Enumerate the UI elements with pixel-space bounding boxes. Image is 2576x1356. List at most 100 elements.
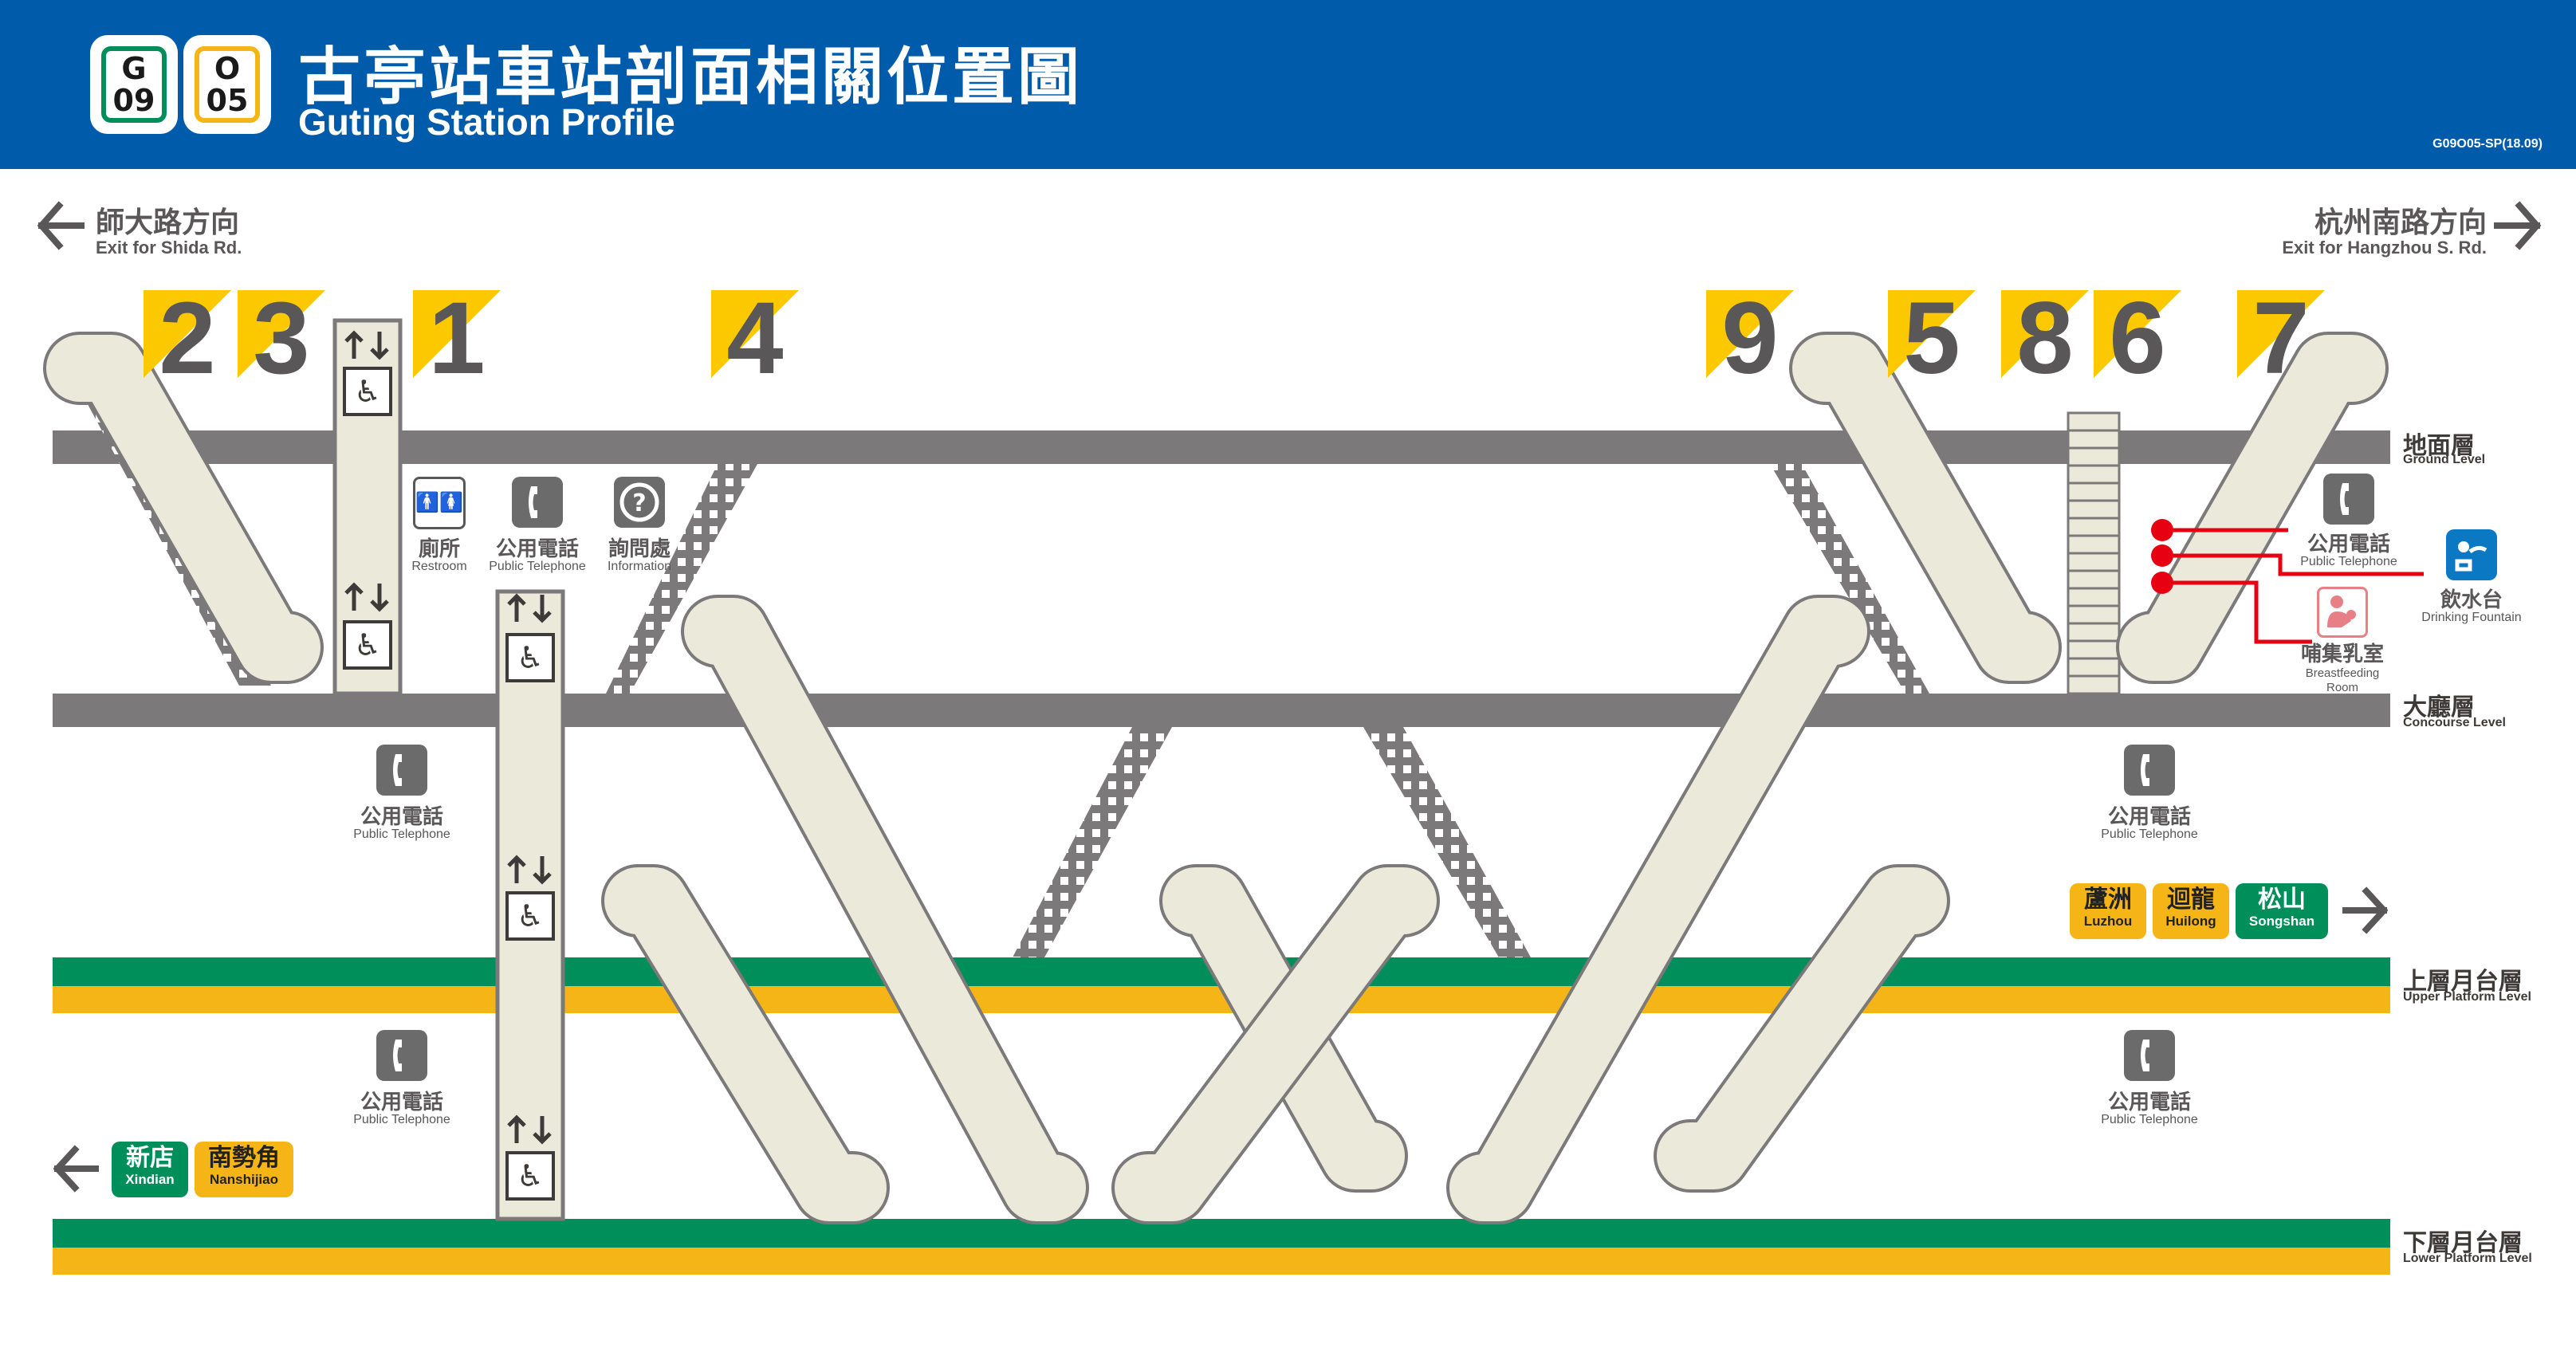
telephone-label-en: Public Telephone — [353, 1113, 450, 1126]
exit-number: 3 — [253, 281, 310, 395]
stairs-center-left — [1013, 727, 1172, 957]
escalator-concourse-to-lower-b — [1446, 595, 1870, 1224]
destination-badge: 新店 Xindian — [112, 1142, 188, 1197]
page-subtitle: Guting Station Profile — [298, 101, 675, 143]
ground-level-label: 地面層 — [2403, 432, 2475, 460]
lower-platform-green — [53, 1219, 2390, 1248]
concourse-level-label-en: Concourse Level — [2403, 716, 2506, 729]
drinking-fountain-label: 飲水台 — [2440, 588, 2503, 612]
destination-zh: 新店 — [126, 1144, 174, 1172]
destination-badge: 南勢角 Nanshijiao — [195, 1142, 293, 1197]
exit-number: 9 — [1721, 281, 1779, 395]
telephone-label-en: Public Telephone — [2101, 827, 2198, 841]
telephone-label: 公用電話 — [2107, 1091, 2191, 1114]
destination-en: Huilong — [2165, 914, 2216, 929]
information-label: 詢問處 — [608, 537, 671, 561]
breastfeeding-label: 哺集乳室 — [2300, 643, 2384, 666]
concourse-level-label: 大廳層 — [2403, 694, 2475, 721]
ground-level-label-en: Ground Level — [2403, 453, 2486, 466]
destination-en: Xindian — [125, 1172, 175, 1187]
exit-marker: 4 — [711, 281, 799, 395]
destination-en: Nanshijiao — [210, 1172, 278, 1187]
telephone-label-en: Public Telephone — [2101, 1113, 2198, 1126]
telephone-label: 公用電話 — [360, 805, 443, 829]
direction-right-en: Exit for Hangzhou S. Rd. — [2282, 238, 2487, 257]
escalator-exit-7 — [2116, 332, 2389, 684]
telephone-icon — [376, 745, 427, 796]
lower-platform-orange — [53, 1248, 2390, 1275]
telephone-label-en: Public Telephone — [489, 560, 586, 573]
destination-badge: 松山 Songshan — [2236, 883, 2328, 939]
exit-number: 4 — [726, 281, 784, 395]
destination-en: Songshan — [2248, 914, 2315, 929]
exit-marker: 5 — [1888, 281, 1976, 395]
line-number: 09 — [112, 83, 155, 118]
telephone-icon — [512, 477, 563, 528]
telephone-icon — [376, 1030, 427, 1081]
destination-zh: 迴龍 — [2167, 886, 2215, 914]
upper-platform-label-en: Upper Platform Level — [2403, 990, 2531, 1004]
destination-badge: 蘆洲 Luzhou — [2070, 883, 2146, 939]
escalator-upper-to-lower-cross-b — [1111, 864, 1440, 1224]
wheelchair-icon: ♿ — [505, 1151, 555, 1201]
information-label-en: Information — [607, 560, 672, 573]
exit-marker: 3 — [238, 281, 325, 395]
telephone-icon — [2124, 1030, 2175, 1081]
exit-number: 6 — [2109, 281, 2166, 395]
wheelchair-icon: ♿ — [343, 367, 392, 416]
facility-pointers — [2162, 528, 2424, 644]
exit-number: 8 — [2016, 281, 2074, 395]
stairs-exit-5 — [1770, 464, 1929, 694]
restroom-icon: 🚹🚺 — [413, 477, 466, 529]
direction-right-zh: 杭州南路方向 — [2314, 206, 2487, 239]
escalator-concourse-to-lower-a — [681, 595, 1089, 1224]
telephone-icon — [2323, 474, 2374, 525]
line-letter: O — [214, 51, 241, 86]
telephone-label-en: Public Telephone — [2300, 555, 2397, 568]
sign-code: G09O05-SP(18.09) — [2432, 137, 2543, 151]
direction-left-zh: 師大路方向 — [96, 206, 240, 239]
wheelchair-icon: ♿ — [505, 891, 555, 941]
escalator-exit-2 — [43, 332, 324, 684]
information-icon: ? — [614, 477, 665, 528]
telephone-label: 公用電話 — [360, 1091, 443, 1114]
destination-badge: 迴龍 Huilong — [2153, 883, 2229, 939]
exit-marker: 7 — [2237, 281, 2325, 395]
telephone-label-en: Public Telephone — [353, 827, 450, 841]
telephone-label: 公用電話 — [2107, 805, 2191, 829]
stairs-center-right — [1363, 727, 1531, 957]
exit-marker: 8 — [2001, 281, 2089, 395]
lower-platform-label: 下層月台層 — [2403, 1229, 2523, 1257]
arrow-left-icon — [51, 1145, 99, 1193]
arrow-right-icon — [2342, 886, 2390, 934]
escalator-upper-to-lower-left — [601, 864, 890, 1224]
exit-number: 7 — [2252, 281, 2310, 395]
header-bar: G 09 O 05 古亭站車站剖面相關位置圖 Guting Station Pr… — [0, 0, 2576, 169]
breastfeeding-label-en-2: Room — [2326, 681, 2358, 694]
upper-platform-label: 上層月台層 — [2403, 968, 2523, 996]
elevator-updown-icon — [504, 853, 556, 886]
escalator-exit-5 — [1789, 332, 2062, 684]
destination-zh: 南勢角 — [208, 1144, 280, 1172]
page-title: 古亭站車站剖面相關位置圖 — [298, 41, 1083, 113]
elevator-updown-icon — [504, 1113, 556, 1146]
destination-zh: 蘆洲 — [2084, 886, 2132, 914]
exit-marker: 9 — [1706, 281, 1794, 395]
ground-level-floor — [53, 430, 2390, 464]
exit-number: 2 — [159, 281, 216, 395]
telephone-label: 公用電話 — [495, 537, 579, 561]
exit-number: 5 — [1903, 281, 1961, 395]
arrow-left-icon — [35, 201, 85, 250]
destination-en: Luzhou — [2083, 914, 2133, 929]
breastfeeding-label-en: Breastfeeding — [2305, 666, 2380, 680]
svg-text:?: ? — [632, 489, 646, 517]
elevator-updown-icon — [504, 592, 556, 625]
concourse-level-floor — [53, 694, 2390, 727]
breastfeeding-icon — [2317, 587, 2368, 638]
exit-marker: 2 — [144, 281, 231, 395]
elevator-updown-icon — [341, 328, 394, 362]
exit-marker: 1 — [413, 287, 501, 394]
elevator-updown-icon — [341, 580, 394, 614]
restroom-label-en: Restroom — [411, 560, 467, 573]
